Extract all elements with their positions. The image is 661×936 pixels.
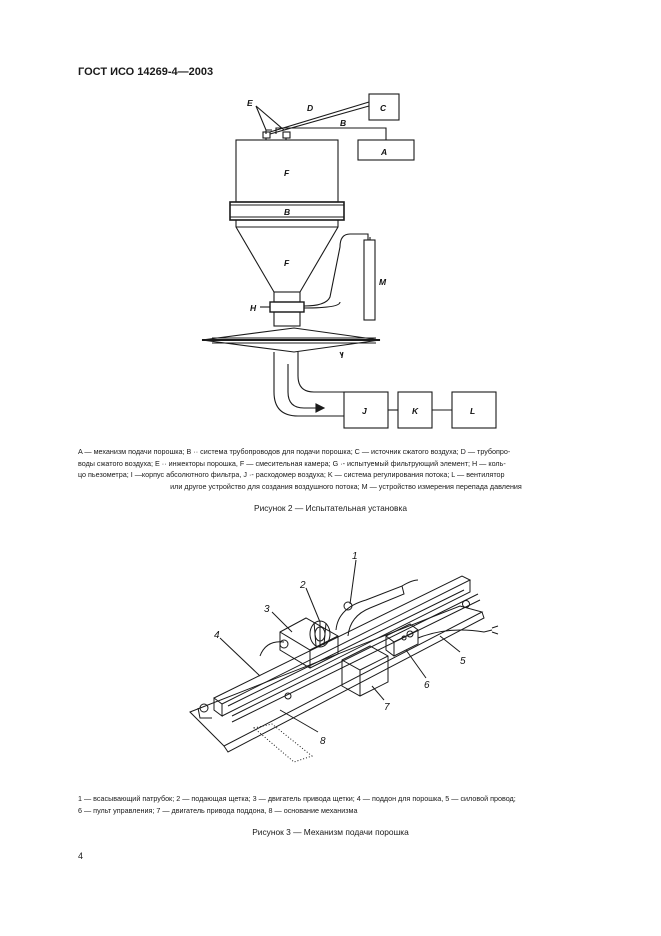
control-panel <box>385 623 419 657</box>
label-h: H <box>250 303 257 313</box>
label-d: D <box>307 103 313 113</box>
brush-motor-knob <box>279 639 289 649</box>
base-edge <box>223 611 485 753</box>
tray-motor <box>341 645 389 697</box>
power-cable <box>417 629 493 639</box>
figure2-legend-line: A — механизм подачи порошка; B ·· систем… <box>78 447 511 456</box>
label-f-low: F <box>284 258 290 268</box>
page-number: 4 <box>78 851 84 861</box>
label-k: K <box>412 406 419 416</box>
box-c <box>368 93 400 121</box>
figure3-legend-line: 6 — пульт управления; 7 — двигатель прив… <box>78 805 358 815</box>
rail-bolt-1 <box>284 692 292 700</box>
pointer-e1 <box>255 105 267 131</box>
figure3-caption: Рисунок 3 — Механизм подачи порошка <box>252 827 409 837</box>
leader-8 <box>279 709 319 733</box>
figure2-legend-line: цо пьезометра; I —корпус абсолютного фил… <box>78 470 505 480</box>
label-j: J <box>362 406 367 416</box>
gauge-tube-top <box>303 233 369 307</box>
feed-brush-bristles <box>313 621 327 647</box>
label-i: I <box>341 350 344 360</box>
leader-3 <box>271 611 293 633</box>
label-b-mid: B <box>284 207 290 217</box>
figure2-legend-line: воды сжатого воздуха; E ·· инжекторы пор… <box>78 458 506 468</box>
tray-end-left <box>213 698 223 717</box>
leader-1 <box>349 559 357 605</box>
label-m: M <box>379 277 387 287</box>
power-plug <box>491 625 499 635</box>
label-1: 1 <box>352 551 358 562</box>
brush-motor-housing <box>279 617 339 669</box>
powder-pipe-b <box>275 127 387 140</box>
powder-spill <box>252 723 314 763</box>
suction-pipe <box>335 585 405 637</box>
leader-7 <box>371 685 385 701</box>
neck-lower <box>273 311 301 327</box>
leader-5 <box>439 635 461 653</box>
leader-2 <box>305 587 321 623</box>
outlet-duct-inner <box>297 352 344 393</box>
tray-groove <box>227 589 465 707</box>
figure3-legend: 1 — всасывающий патрубок; 2 — подающая щ… <box>78 793 614 816</box>
control-panel-edge <box>385 629 419 656</box>
base-foot-left <box>197 707 212 719</box>
hopper-cone <box>235 219 339 293</box>
figure2-legend-line: или другое устройство для создания возду… <box>170 481 522 491</box>
figure2-legend: A — механизм подачи порошка; B ·· систем… <box>78 446 614 492</box>
suction-hose <box>401 579 419 587</box>
flow-arrow <box>287 364 316 409</box>
test-installation-diagram: E D C B A F B F M H I J K L <box>201 93 497 429</box>
tray-motor-edge <box>341 655 389 696</box>
air-line-d1 <box>269 101 370 133</box>
base-bolt-left <box>199 703 209 713</box>
injector-e2 <box>282 131 291 139</box>
label-e: E <box>247 98 253 108</box>
tray-rail-lower-b <box>231 599 481 723</box>
piezometer-ring <box>269 301 305 313</box>
air-line-d2 <box>269 105 370 135</box>
leader-4 <box>219 637 261 677</box>
box-l <box>451 391 497 429</box>
tray-side <box>221 580 471 717</box>
standard-header: ГОСТ ИСО 14269-4—2003 <box>78 66 214 78</box>
figure3-legend-line: 1 — всасывающий патрубок; 2 — подающая щ… <box>78 794 516 803</box>
tray-rail-lower <box>231 593 479 717</box>
label-b-top: B <box>340 118 346 128</box>
label-5: 5 <box>460 656 466 667</box>
label-c: C <box>380 103 387 113</box>
label-6: 6 <box>424 680 430 691</box>
leader-6 <box>405 649 427 679</box>
label-4: 4 <box>214 630 220 641</box>
gauge-tube-lower <box>303 301 341 309</box>
outlet-duct-outer <box>273 352 344 417</box>
brush-cable <box>259 641 285 657</box>
label-3: 3 <box>264 604 270 615</box>
pointer-i <box>339 351 343 357</box>
label-a: A <box>380 147 387 157</box>
pointer-e2 <box>255 105 285 131</box>
label-7: 7 <box>384 702 390 713</box>
label-l: L <box>470 406 475 416</box>
powder-feed-mechanism-drawing: 1 2 3 4 5 6 7 8 <box>189 551 499 763</box>
label-2: 2 <box>299 580 306 591</box>
suction-clamp <box>343 601 353 611</box>
label-8: 8 <box>320 736 326 747</box>
flow-arrowhead <box>315 403 326 413</box>
control-knob <box>401 635 407 641</box>
rail-bolt-2 <box>406 630 414 638</box>
gauge-m <box>363 239 376 321</box>
figure2-caption: Рисунок 2 — Испытательная установка <box>253 503 407 513</box>
hopper-neck <box>273 291 301 303</box>
label-f-top: F <box>284 168 290 178</box>
